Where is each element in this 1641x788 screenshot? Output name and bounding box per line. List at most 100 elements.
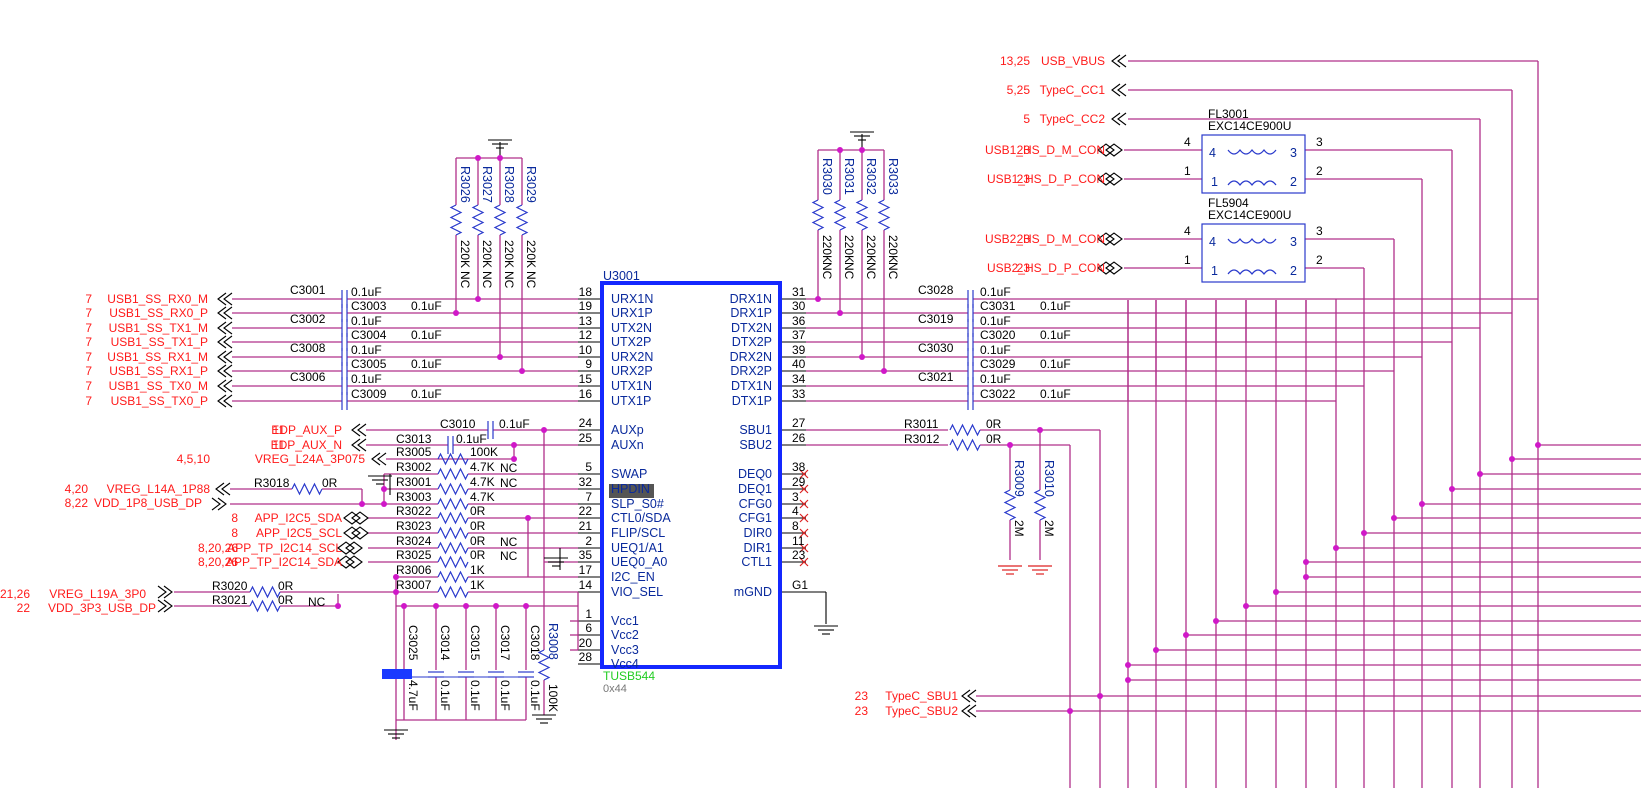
resistor-ref: R3002 <box>396 460 432 474</box>
pin-name-4: CFG1 <box>739 511 772 525</box>
resistor-symbol <box>833 199 847 231</box>
junction-dot <box>1097 693 1103 699</box>
port-arrow <box>217 379 227 393</box>
pin-name-20: Vcc3 <box>611 643 639 657</box>
pin-name-39: DRX2N <box>730 350 772 364</box>
junction-dot <box>497 354 503 360</box>
filter-pin-num: 4 <box>1184 135 1191 149</box>
pulldown-ref: R3029 <box>524 166 538 203</box>
cap-value: 0.1uF <box>980 285 1011 299</box>
junction-dot <box>859 147 865 153</box>
port-arrow <box>1111 112 1121 126</box>
pin-number: 24 <box>579 416 593 430</box>
decap-value: 0.1uF <box>468 680 482 711</box>
port-name: TypeC_SBU1 <box>885 689 958 703</box>
cap-value: 0.1uF <box>411 299 442 313</box>
junction-dot <box>497 155 503 161</box>
resistor-nc: NC <box>500 461 518 475</box>
port-page: 7 <box>85 321 92 335</box>
resistor-value: 0R <box>986 417 1002 431</box>
junction-dot <box>401 603 407 609</box>
cap-value: 0.1uF <box>351 314 382 328</box>
pin-name-6: Vcc2 <box>611 628 639 642</box>
bidir-port <box>343 526 361 540</box>
pin-name-27: SBU1 <box>739 423 772 437</box>
port-page: 5,25 <box>1007 83 1031 97</box>
pulldown-value: 220K <box>820 235 834 263</box>
cap-ref: C3001 <box>290 283 326 297</box>
junction-dot <box>335 603 341 609</box>
cap-value: 0.1uF <box>351 285 382 299</box>
bidir-port <box>337 541 355 555</box>
resistor-symbol <box>855 199 869 231</box>
pin-number: 40 <box>792 357 806 371</box>
pin-number: 28 <box>579 650 593 664</box>
junction-dot <box>525 515 531 521</box>
cap-value: 0.1uF <box>1040 299 1071 313</box>
port-page: 8,20,26 <box>198 541 238 555</box>
pulldown-ref: R3026 <box>458 166 472 203</box>
ic-ref: U3001 <box>603 269 640 283</box>
port-name: USB1_HS_D_M_CON <box>985 143 1105 157</box>
pin-name-35: UEQ0_A0 <box>611 555 667 569</box>
resistor-ref: R3020 <box>212 579 248 593</box>
port-arrow <box>217 306 227 320</box>
port-arrow <box>223 364 233 378</box>
nc-cross <box>799 469 809 479</box>
pin-number: 21 <box>579 519 593 533</box>
port-name: APP_TP_I2C14_SCL <box>227 541 342 555</box>
port-page: 23 <box>1017 261 1031 275</box>
junction-dot <box>1037 427 1043 433</box>
port-arrow <box>967 704 977 718</box>
junction-dot <box>1333 545 1339 551</box>
pin-name-G1: mGND <box>734 585 772 599</box>
resistor-value: 0R <box>470 548 486 562</box>
junction-dot <box>1303 559 1309 565</box>
port-arrow <box>217 497 227 511</box>
resistor-value: 2M <box>1042 520 1056 537</box>
resistor-symbol <box>437 497 469 511</box>
port-name: USB1_SS_TX0_M <box>109 379 208 393</box>
nc-cross <box>799 499 809 509</box>
resistor-symbol <box>537 649 551 681</box>
port-page: 8 <box>231 511 238 525</box>
pin-number: 4 <box>792 504 799 518</box>
nc-cross <box>799 543 809 553</box>
nc-cross <box>799 513 809 523</box>
pin-number: 22 <box>579 504 593 518</box>
resistor-value: 1K <box>470 578 485 592</box>
port-name: APP_TP_I2C14_SDA <box>226 555 342 569</box>
decap-value: 0.1uF <box>528 680 542 711</box>
pin-name-10: URX2N <box>611 350 653 364</box>
junction-dot <box>837 147 843 153</box>
port-page: 5 <box>1023 112 1030 126</box>
resistor-nc: NC <box>500 535 518 549</box>
port-arrow <box>1117 83 1127 97</box>
bidir-port <box>351 526 369 540</box>
resistor-symbol <box>437 585 469 599</box>
cap-value: 0.1uF <box>351 372 382 386</box>
cap-value: 0.1uF <box>456 432 487 446</box>
junction-dot <box>541 427 547 433</box>
pin-number: 12 <box>579 328 593 342</box>
pin-name-30: DRX1P <box>730 306 772 320</box>
pin-name-37: DTX2P <box>732 335 772 349</box>
resistor-ref: R3001 <box>396 475 432 489</box>
cap-ref: C3003 <box>351 299 387 313</box>
junction-dot <box>475 155 481 161</box>
resistor-symbol <box>949 423 981 437</box>
port-page: 8,22 <box>65 496 89 510</box>
cap-value: 0.1uF <box>411 328 442 342</box>
nc-cross <box>799 484 809 494</box>
resistor-symbol <box>1003 489 1017 521</box>
pin-name-11: DIR1 <box>744 541 773 555</box>
decap-ref: C3018 <box>528 625 542 661</box>
ic-address: 0x44 <box>603 683 627 695</box>
junction-dot <box>815 296 821 302</box>
decap-ref: C3025 <box>406 625 420 661</box>
cap-value: 0.1uF <box>411 357 442 371</box>
pin-number: 27 <box>792 416 806 430</box>
resistor-ref: R3011 <box>904 417 939 431</box>
junction-dot <box>1477 471 1483 477</box>
resistor-symbol <box>1033 489 1047 521</box>
